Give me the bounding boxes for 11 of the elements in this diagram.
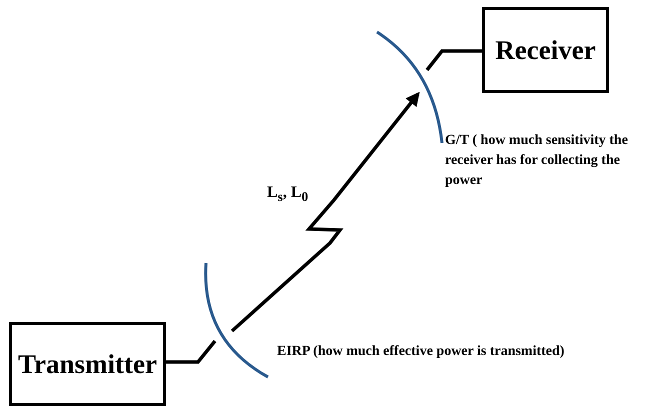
antenna-arc xyxy=(201,260,271,380)
antenna-note: G/T ( how much sensitivity the receiver has for collecting the power xyxy=(445,132,629,190)
feed-line xyxy=(426,49,482,72)
receiver-box xyxy=(482,7,609,93)
antenna-note: EIRP (how much effective power is transmitted) xyxy=(277,343,566,361)
signal-arrow xyxy=(230,92,420,332)
antenna-arc xyxy=(374,29,446,146)
feed-line xyxy=(166,340,216,364)
transmitter-box xyxy=(9,322,166,406)
box-title: Receiver xyxy=(495,34,596,66)
box-title: Transmitter xyxy=(18,348,157,380)
